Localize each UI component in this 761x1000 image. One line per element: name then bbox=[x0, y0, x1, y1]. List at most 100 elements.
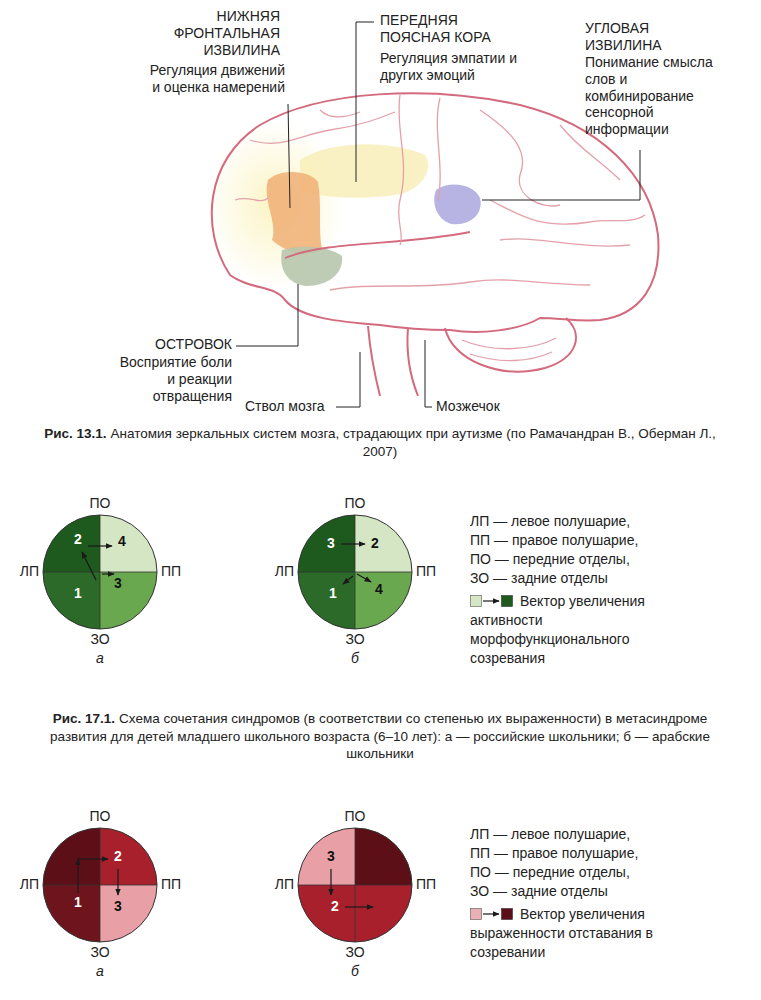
inferior-frontal-gyrus bbox=[267, 172, 322, 254]
caption-text: Анатомия зеркальных систем мозга, страда… bbox=[111, 426, 716, 459]
label: ЛП bbox=[266, 876, 294, 893]
vector-arrow bbox=[357, 574, 371, 582]
cerebellum bbox=[445, 318, 576, 372]
legend-entry: Вектор увеличения активности морфофункци… bbox=[470, 592, 685, 668]
label: 3 bbox=[323, 535, 339, 552]
label: ПО bbox=[80, 495, 120, 512]
quadrant-circle bbox=[43, 828, 157, 942]
label: УГЛОВАЯ ИЗВИЛИНА bbox=[585, 20, 695, 54]
label: Восприятие боли и реакции отвращения bbox=[112, 354, 232, 404]
quadrant-circle bbox=[298, 515, 412, 629]
label: ЗО bbox=[80, 944, 120, 961]
label: ЗО — задние отделы bbox=[470, 883, 755, 900]
caption-text: Схема сочетания синдромов (в соответстви… bbox=[50, 711, 710, 761]
label: ПП — правое полушарие, bbox=[470, 845, 755, 862]
insula bbox=[281, 247, 342, 286]
anterior-cingulate bbox=[300, 144, 428, 197]
quadrant bbox=[100, 885, 157, 942]
quadrant bbox=[100, 572, 157, 629]
label: НИЖНЯЯ ФРОНТАЛЬНАЯ ИЗВИЛИНА bbox=[130, 8, 280, 58]
label: Регуляция движений и оценка намерений bbox=[140, 62, 285, 96]
lateral-sulcus bbox=[285, 232, 470, 258]
label: б bbox=[335, 963, 375, 980]
label: ЗО bbox=[80, 631, 120, 648]
quadrant bbox=[43, 828, 100, 885]
label: ЗО — задние отделы bbox=[470, 570, 755, 587]
label: ПО bbox=[335, 495, 375, 512]
quadrant-circle bbox=[43, 515, 157, 629]
vector-arrow bbox=[330, 869, 331, 895]
vector-arrow bbox=[77, 859, 78, 893]
label: ПО — передние отделы, bbox=[470, 551, 755, 568]
quadrant bbox=[100, 828, 157, 885]
label: а bbox=[80, 650, 120, 667]
quadrant bbox=[43, 515, 100, 572]
label: 3 bbox=[110, 575, 126, 592]
syndrome-circles bbox=[43, 515, 412, 942]
label: 2 bbox=[110, 848, 126, 865]
label: ЛП bbox=[11, 563, 39, 580]
quadrant bbox=[43, 885, 100, 942]
label: ПП bbox=[416, 876, 446, 893]
label: ПО — передние отделы, bbox=[470, 864, 755, 881]
label: 2 bbox=[327, 898, 343, 915]
quadrant-circle bbox=[298, 828, 412, 942]
label: 1 bbox=[325, 585, 341, 602]
label: ЗО bbox=[335, 944, 375, 961]
quadrant bbox=[355, 828, 412, 885]
vector-arrow bbox=[341, 543, 365, 544]
caption: Рис. 13.1. Анатомия зеркальных систем моз… bbox=[30, 425, 730, 460]
label: ЗО bbox=[335, 631, 375, 648]
angular-gyrus bbox=[434, 184, 480, 224]
caption: Рис. 17.1.Схема сочетания синдромов (в с… bbox=[30, 710, 730, 763]
vector-arrow bbox=[117, 869, 118, 895]
label: Мозжечок bbox=[436, 398, 526, 415]
label: ПП bbox=[161, 876, 191, 893]
figure-number: Рис. 13.1. bbox=[44, 426, 106, 441]
vector-arrow bbox=[88, 545, 112, 546]
gyri bbox=[235, 95, 645, 290]
quadrant bbox=[100, 515, 157, 572]
legend-text: Вектор увеличения активности морфофункци… bbox=[470, 593, 645, 666]
quadrant bbox=[355, 885, 412, 942]
label: ЛП bbox=[266, 563, 294, 580]
label: 2 bbox=[70, 531, 86, 548]
label: ПП — правое полушарие, bbox=[470, 532, 755, 549]
label: ПП bbox=[416, 563, 446, 580]
legend-swatch bbox=[470, 594, 514, 608]
label: 1 bbox=[70, 894, 86, 911]
label: 4 bbox=[371, 581, 387, 598]
label: 3 bbox=[323, 848, 339, 865]
label: 4 bbox=[114, 533, 130, 550]
label: 1 bbox=[70, 585, 86, 602]
label: Регуляция эмпатии и других эмоций bbox=[380, 50, 520, 84]
vector-arrow bbox=[343, 576, 353, 584]
leader-lines bbox=[236, 22, 640, 407]
label: Ствол мозга bbox=[245, 398, 335, 415]
vector-arrow bbox=[78, 858, 108, 859]
label: ЛП bbox=[11, 876, 39, 893]
vector-arrow bbox=[345, 906, 373, 907]
quadrant bbox=[355, 572, 412, 629]
vector-arrow bbox=[102, 573, 114, 574]
label: ПЕРЕДНЯЯ ПОЯСНАЯ КОРА bbox=[380, 12, 505, 46]
quadrant bbox=[298, 885, 355, 942]
label: 2 bbox=[367, 535, 383, 552]
label: 3 bbox=[110, 898, 126, 915]
label: б bbox=[335, 650, 375, 667]
vector-arrow bbox=[82, 552, 96, 580]
brain-drawing bbox=[205, 93, 658, 396]
brainstem bbox=[368, 326, 418, 396]
quadrant bbox=[298, 828, 355, 885]
legend-swatch bbox=[470, 907, 514, 921]
label: ПП bbox=[161, 563, 191, 580]
quadrant bbox=[43, 572, 100, 629]
label: ОСТРОВОК bbox=[120, 336, 232, 353]
label: Понимание смысла слов и комбинирование с… bbox=[585, 54, 717, 138]
quadrant bbox=[298, 572, 355, 629]
label: ПО bbox=[335, 808, 375, 825]
figure-number: Рис. 17.1. bbox=[53, 711, 115, 726]
label: а bbox=[80, 963, 120, 980]
label: ЛП — левое полушарие, bbox=[470, 826, 755, 843]
label: ЛП — левое полушарие, bbox=[470, 513, 755, 530]
